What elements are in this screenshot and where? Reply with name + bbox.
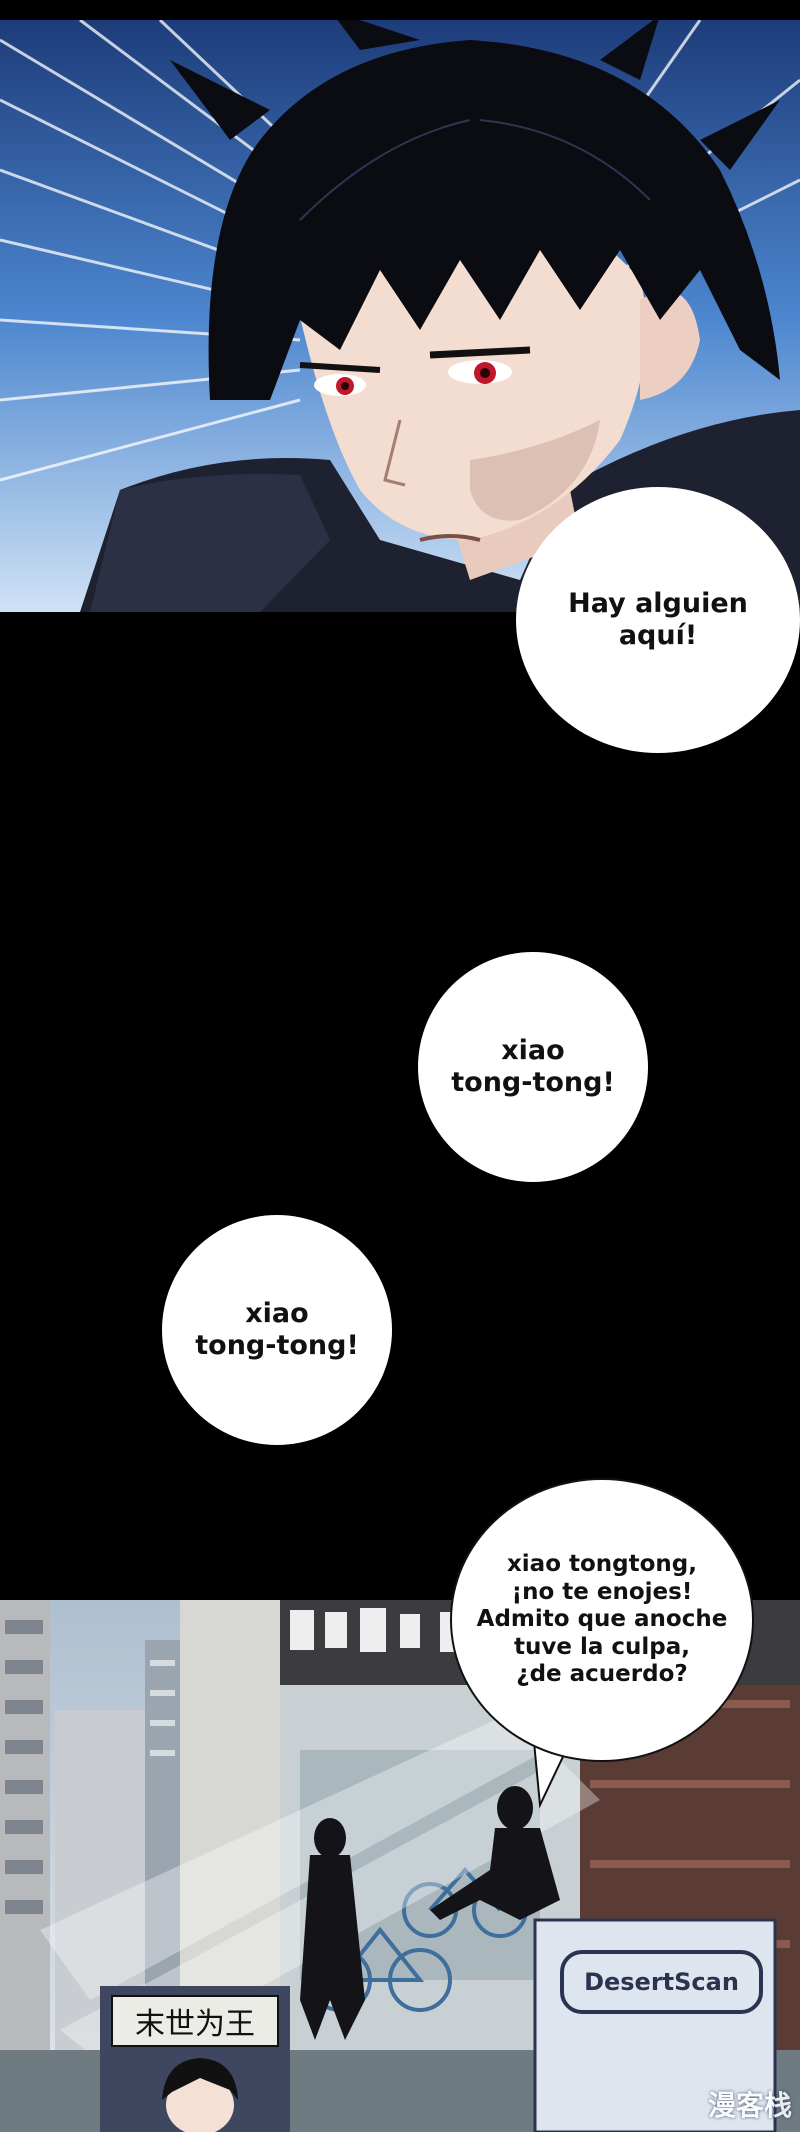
speech-bubble-4-text: xiao tongtong, ¡no te enojes! Admito que… (476, 1551, 728, 1688)
speech-bubble-3-text: xiao tong-tong! (195, 1297, 359, 1361)
character-illustration (0, 20, 800, 612)
scan-credit: DesertScan (560, 1950, 763, 2014)
speech-bubble-3: xiao tong-tong! (162, 1215, 392, 1445)
shop-sign-text: 末世为王 (135, 2007, 255, 2042)
speech-bubble-4-tail-cover (532, 1700, 582, 1730)
speech-bubble-1: Hay alguien aquí! (516, 487, 800, 753)
shop-sign: 末世为王 (112, 1996, 278, 2046)
speech-bubble-1-text: Hay alguien aquí! (568, 587, 748, 651)
silhouettes (300, 1786, 560, 2040)
speech-bubble-4: xiao tongtong, ¡no te enojes! Admito que… (450, 1478, 754, 1762)
speech-bubble-2-text: xiao tong-tong! (451, 1034, 615, 1098)
panel-street-scene: 末世为王 DesertScan 漫客栈 (0, 1600, 800, 2132)
scan-credit-text: DesertScan (584, 1968, 739, 1996)
watermark-text: 漫客栈 (707, 2089, 792, 2122)
panel-character-closeup (0, 20, 800, 612)
speech-bubble-2: xiao tong-tong! (418, 952, 648, 1182)
watermark: 漫客栈 (708, 2084, 792, 2124)
